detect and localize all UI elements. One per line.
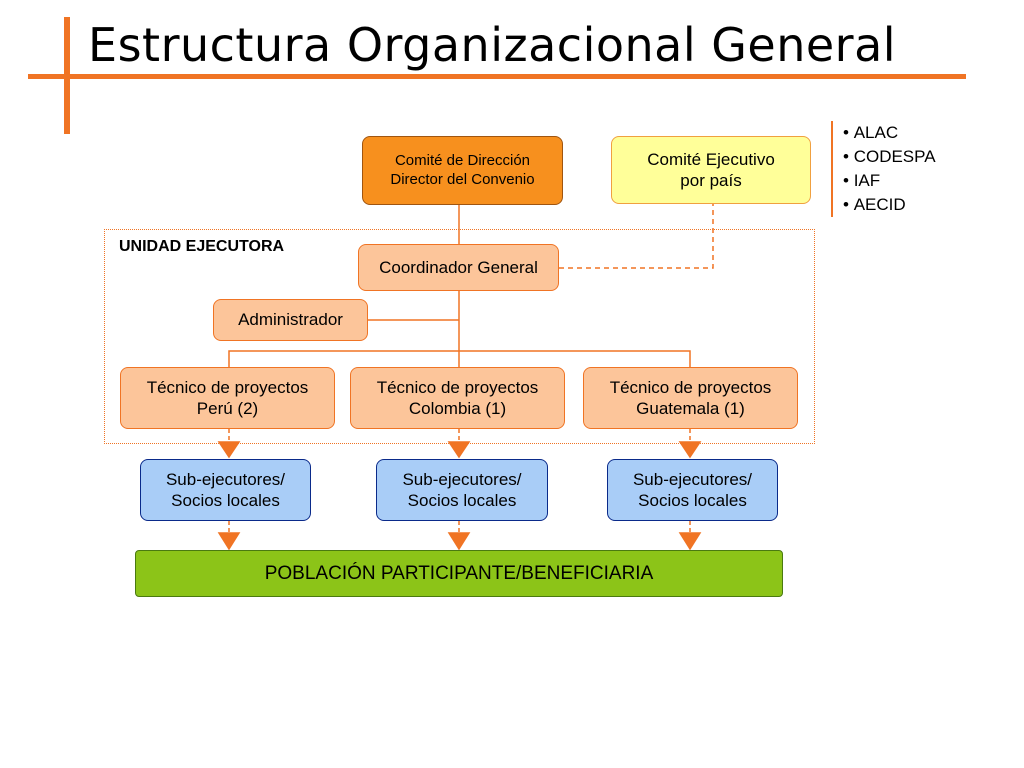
sub-ejecutores-line2: Socios locales (407, 491, 517, 510)
member-item: AECID (843, 193, 936, 217)
tecnico-peru-line1: Técnico de proyectos (146, 377, 309, 397)
member-item: CODESPA (843, 145, 936, 169)
coordinador-general-label: Coordinador General (379, 257, 538, 277)
tecnico-guatemala-line2: Guatemala (1) (636, 399, 745, 418)
tecnico-peru-line2: Perú (2) (196, 399, 259, 418)
comite-direccion-line2: Director del Convenio (390, 170, 535, 188)
sub-ejecutores-line2: Socios locales (638, 491, 747, 510)
arrow-colombia-sub (447, 429, 471, 459)
poblacion-box: POBLACIÓN PARTICIPANTE/BENEFICIARIA (135, 550, 783, 597)
title-vertical-bar (64, 17, 70, 134)
sub-ejecutores-line1: Sub-ejecutores/ (402, 469, 522, 489)
title-underline-bar (28, 74, 966, 79)
comite-direccion-box: Comité de Dirección Director del Conveni… (362, 136, 563, 205)
arrow-sub3-poblacion (678, 521, 702, 551)
tecnico-guatemala-line1: Técnico de proyectos (609, 377, 772, 397)
poblacion-label: POBLACIÓN PARTICIPANTE/BENEFICIARIA (264, 562, 654, 584)
comite-direccion-line1: Comité de Dirección (394, 151, 531, 169)
arrow-sub1-poblacion (217, 521, 241, 551)
tecnico-colombia-line1: Técnico de proyectos (376, 377, 539, 397)
coordinador-general-box: Coordinador General (358, 244, 559, 291)
member-list: ALAC CODESPA IAF AECID (831, 121, 936, 217)
sub-ejecutores-peru-box: Sub-ejecutores/ Socios locales (140, 459, 311, 521)
sub-ejecutores-line2: Socios locales (171, 491, 280, 510)
unidad-ejecutora-frame (104, 229, 815, 444)
line-ejecutivo-dashed (559, 204, 714, 269)
comite-ejecutivo-line1: Comité Ejecutivo (647, 150, 775, 169)
comite-ejecutivo-line2: por país (680, 171, 742, 191)
member-item: IAF (843, 169, 936, 193)
administrador-label: Administrador (238, 310, 343, 330)
sub-ejecutores-guatemala-box: Sub-ejecutores/ Socios locales (607, 459, 778, 521)
member-item: ALAC (843, 121, 936, 145)
line-tecnicos-branch (228, 350, 691, 367)
tecnico-guatemala-box: Técnico de proyectos Guatemala (1) (583, 367, 798, 429)
tecnico-colombia-line2: Colombia (1) (408, 399, 507, 418)
slide-title: Estructura Organizacional General (88, 18, 897, 72)
arrow-guatemala-sub (678, 429, 702, 459)
tecnico-colombia-box: Técnico de proyectos Colombia (1) (350, 367, 565, 429)
sub-ejecutores-colombia-box: Sub-ejecutores/ Socios locales (376, 459, 548, 521)
administrador-box: Administrador (213, 299, 368, 341)
unidad-ejecutora-label: UNIDAD EJECUTORA (119, 238, 285, 255)
sub-ejecutores-line1: Sub-ejecutores/ (632, 469, 753, 489)
arrow-sub2-poblacion (447, 521, 471, 551)
arrow-peru-sub (217, 429, 241, 459)
tecnico-peru-box: Técnico de proyectos Perú (2) (120, 367, 335, 429)
comite-ejecutivo-box: Comité Ejecutivo por país (611, 136, 811, 204)
sub-ejecutores-line1: Sub-ejecutores/ (165, 469, 286, 489)
